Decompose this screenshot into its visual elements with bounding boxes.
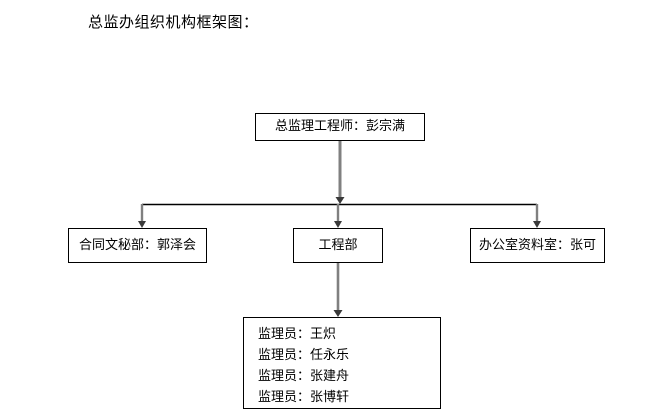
page-title: 总监办组织机构框架图： — [88, 13, 259, 31]
node-engineering-dept-label: 工程部 — [318, 237, 358, 253]
supervisor-list-item: 监理员：王炽 — [258, 327, 337, 342]
arrowhead-bus-to-contract — [138, 221, 146, 228]
arrowhead-bus-to-office — [533, 221, 541, 228]
node-supervisor-list[interactable]: 监理员：王炽 监理员：任永乐 监理员：张建舟 监理员：张博轩 — [243, 317, 441, 409]
node-chief-supervisor-label: 总监理工程师：彭宗满 — [274, 119, 405, 134]
supervisor-list-item: 监理员：任永乐 — [258, 348, 350, 363]
arrowhead-bus-to-engineering — [334, 221, 342, 228]
supervisor-list-item: 监理员：张博轩 — [258, 390, 350, 405]
node-contract-secretary-dept-label: 合同文秘部：郭泽会 — [78, 237, 196, 253]
node-engineering-dept[interactable]: 工程部 — [293, 228, 383, 263]
supervisor-list-item: 监理员：张建舟 — [258, 369, 350, 384]
arrowhead-chief-to-bus — [335, 197, 345, 204]
node-office-archive-room[interactable]: 办公室资料室：张可 — [470, 228, 605, 263]
arrowhead-engineering-to-supervisors — [333, 310, 343, 317]
node-contract-secretary-dept[interactable]: 合同文秘部：郭泽会 — [68, 228, 207, 263]
node-chief-supervisor[interactable]: 总监理工程师：彭宗满 — [255, 113, 425, 141]
node-office-archive-room-label: 办公室资料室：张可 — [478, 237, 596, 253]
